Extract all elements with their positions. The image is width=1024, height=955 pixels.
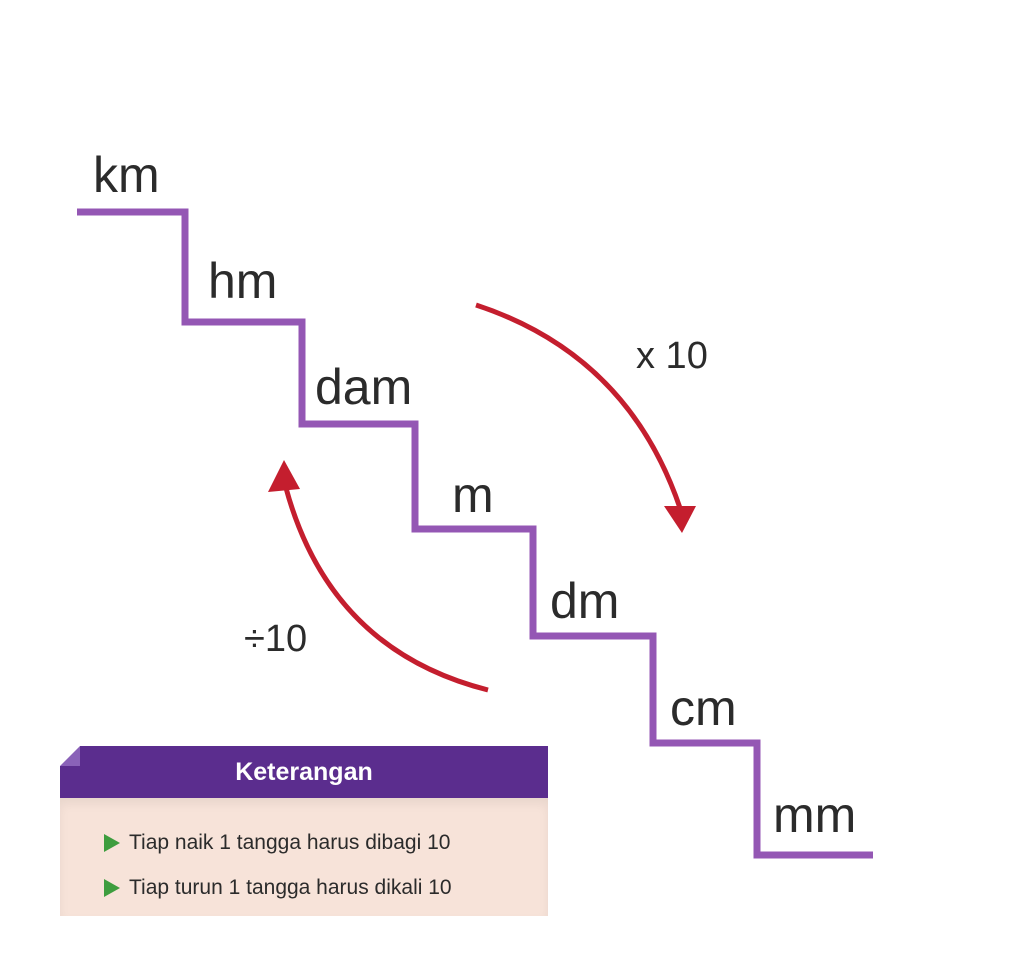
legend-item: Tiap naik 1 tangga harus dibagi 10 bbox=[60, 820, 548, 865]
legend-header: Keterangan bbox=[60, 746, 548, 798]
divide-arrow-curve bbox=[283, 487, 489, 693]
multiply-arrow-curve bbox=[475, 302, 683, 509]
staircase-line bbox=[77, 208, 873, 859]
legend-item: Tiap turun 1 tangga harus dikali 10 bbox=[60, 865, 548, 910]
triangle-bullet-icon bbox=[104, 878, 120, 897]
multiply-label: x 10 bbox=[636, 335, 708, 377]
unit-hm: hm bbox=[208, 253, 278, 309]
folded-corner-icon bbox=[60, 746, 80, 766]
unit-km: km bbox=[93, 147, 160, 203]
legend-body: Tiap naik 1 tangga harus dibagi 10 Tiap … bbox=[60, 798, 548, 916]
unit-m: m bbox=[452, 467, 494, 523]
divide-label: ÷10 bbox=[244, 618, 308, 660]
multiply-arrowhead-icon bbox=[664, 506, 696, 533]
unit-dm: dm bbox=[550, 573, 620, 629]
legend-item-text: Tiap turun 1 tangga harus dikali 10 bbox=[129, 875, 452, 899]
legend-item-text: Tiap naik 1 tangga harus dibagi 10 bbox=[129, 830, 451, 854]
legend-title: Keterangan bbox=[235, 758, 373, 786]
unit-cm: cm bbox=[670, 680, 737, 736]
divide-arrowhead-icon bbox=[268, 460, 300, 492]
triangle-bullet-icon bbox=[104, 833, 120, 852]
unit-mm: mm bbox=[773, 787, 857, 843]
legend-box: Keterangan Tiap naik 1 tangga harus diba… bbox=[60, 746, 548, 916]
unit-dam: dam bbox=[315, 359, 413, 415]
